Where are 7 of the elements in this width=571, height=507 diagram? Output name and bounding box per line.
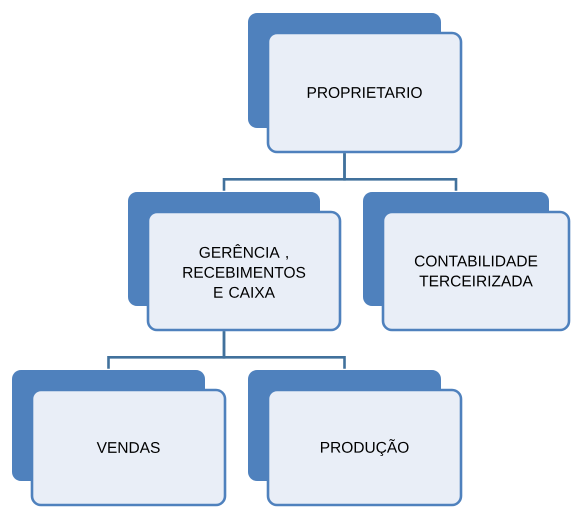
connector-line (222, 331, 346, 369)
org-box: CONTABILIDADE TERCEIRIZADA (363, 192, 570, 332)
org-box: PROPRIETARIO (248, 13, 462, 154)
org-box: PRODUÇÃO (248, 370, 462, 506)
org-box: GERÊNCIA , RECEBIMENTOS E CAIXA (128, 192, 342, 332)
connector-line (343, 153, 458, 191)
org-box: VENDAS (12, 370, 226, 506)
